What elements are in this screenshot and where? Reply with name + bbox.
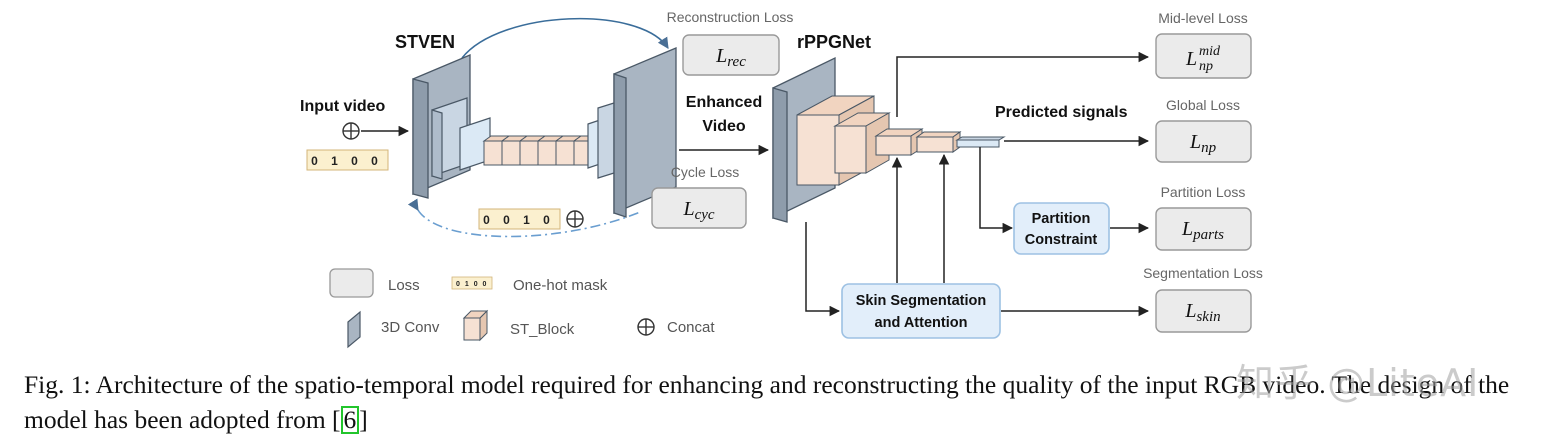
reconstruction-arc bbox=[461, 17, 669, 59]
st-block bbox=[554, 135, 583, 166]
segmentation-loss-box bbox=[1155, 289, 1252, 333]
mid-level-loss-box bbox=[1155, 33, 1252, 79]
rppgnet-st-block-3 bbox=[874, 128, 924, 156]
partition-constraint-box bbox=[1013, 202, 1110, 255]
caption-text: Fig. 1: Architecture of the spatio-tempo… bbox=[24, 370, 1510, 434]
target-concat-icon bbox=[566, 210, 584, 228]
cycle-loss-symbol: Lcyc bbox=[682, 198, 714, 223]
global-loss-box bbox=[1155, 120, 1252, 163]
st-block bbox=[536, 135, 565, 166]
legend-onehot-label: One-hot mask bbox=[513, 277, 608, 294]
skin-segmentation-label-1: Skin Segmentation bbox=[856, 293, 987, 309]
skin-input-arrow bbox=[805, 222, 841, 317]
legend-loss-swatch bbox=[329, 268, 374, 298]
partition-loss-title: Partition Loss bbox=[1161, 184, 1246, 200]
partition-constraint-label-1: Partition bbox=[1032, 211, 1091, 227]
mid-level-loss-title: Mid-level Loss bbox=[1158, 10, 1247, 26]
segmentation-loss-symbol: Lskin bbox=[1184, 300, 1220, 325]
caption-citation-link[interactable]: 6 bbox=[340, 406, 360, 434]
svg-text:mid: mid bbox=[1199, 44, 1221, 59]
partition-loss-box bbox=[1155, 207, 1252, 251]
target-onehot-mask bbox=[478, 208, 561, 230]
legend-conv-label: 3D Conv bbox=[381, 319, 440, 336]
partition-constraint-label-2: Constraint bbox=[1025, 232, 1098, 248]
input-onehot-mask bbox=[306, 149, 389, 171]
st-block bbox=[518, 135, 547, 166]
st-block-chain bbox=[482, 135, 601, 166]
legend-st-block-icon bbox=[462, 309, 489, 342]
stven-label: STVEN bbox=[395, 32, 455, 52]
target-mask-text: 0 0 1 0 bbox=[483, 213, 555, 227]
stven-encoder-conv-2 bbox=[431, 97, 468, 180]
rppgnet-st-block-4 bbox=[915, 131, 962, 153]
legend: Loss 0 1 0 0 One-hot mask 3D Conv ST_Blo… bbox=[329, 268, 715, 349]
input-mask-text: 0 1 0 0 bbox=[311, 154, 383, 168]
reconstruction-loss-title: Reconstruction Loss bbox=[667, 9, 794, 25]
segmentation-loss-title: Segmentation Loss bbox=[1143, 265, 1263, 281]
rppgnet-label: rPPGNet bbox=[797, 32, 871, 52]
rppgnet-output-conv bbox=[955, 136, 1006, 148]
input-video-label: Input video bbox=[300, 98, 386, 115]
partition-input-arrow bbox=[979, 147, 1014, 234]
reconstruction-loss-box bbox=[682, 34, 780, 76]
enhanced-video-label-1: Enhanced bbox=[686, 94, 762, 111]
legend-concat-label: Concat bbox=[667, 319, 715, 336]
mid-level-loss-symbol: L mid np bbox=[1185, 44, 1221, 74]
legend-conv-icon bbox=[347, 310, 361, 349]
reconstruction-loss-symbol: Lrec bbox=[715, 45, 746, 70]
legend-loss-label: Loss bbox=[388, 277, 420, 294]
partition-loss-symbol: Lparts bbox=[1181, 218, 1224, 243]
cycle-loss-title: Cycle Loss bbox=[671, 164, 739, 180]
legend-mask-text: 0 1 0 0 bbox=[456, 281, 488, 288]
svg-text:L: L bbox=[1185, 48, 1197, 70]
caption-close-bracket: ] bbox=[359, 405, 368, 434]
watermark: 知乎 @LiteAI bbox=[1236, 361, 1480, 405]
global-loss-title: Global Loss bbox=[1166, 97, 1240, 113]
global-loss-symbol: Lnp bbox=[1189, 131, 1217, 156]
cycle-loss-box bbox=[651, 187, 747, 229]
architecture-diagram: STVEN Input video 0 1 0 0 0 0 1 0 bbox=[300, 9, 1263, 349]
input-concat-icon bbox=[342, 122, 360, 140]
svg-text:np: np bbox=[1199, 59, 1213, 74]
st-block bbox=[500, 135, 529, 166]
figure-caption: Fig. 1: Architecture of the spatio-tempo… bbox=[24, 367, 1539, 437]
legend-mask-swatch bbox=[451, 276, 493, 290]
mid-level-arrow bbox=[896, 51, 1150, 117]
legend-concat-icon bbox=[637, 318, 655, 336]
stven-decoder-conv-3 bbox=[613, 47, 677, 218]
predicted-signals-label: Predicted signals bbox=[995, 104, 1128, 121]
enhanced-video-label-2: Video bbox=[702, 118, 746, 135]
skin-segmentation-box bbox=[841, 283, 1001, 339]
legend-st-block-label: ST_Block bbox=[510, 321, 575, 338]
skin-segmentation-label-2: and Attention bbox=[875, 315, 968, 331]
